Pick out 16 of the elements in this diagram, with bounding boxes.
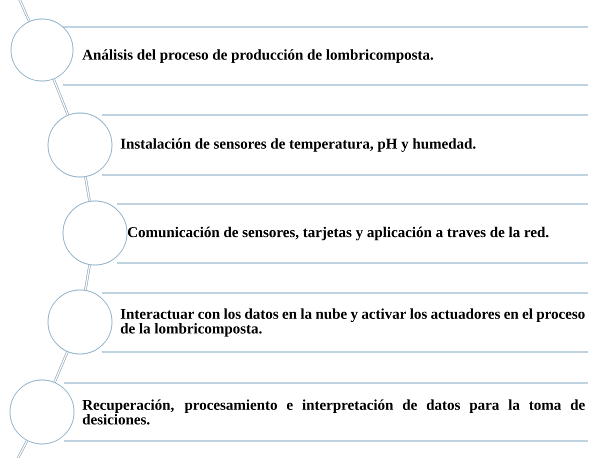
circle [48, 112, 112, 178]
circle [10, 380, 74, 444]
connector-line [16, 0, 30, 22]
step-band: Interactuar con los datos en la nube y activar los actuadores en el proceso de la lombricomposta. [102, 292, 588, 352]
step-band: Instalación de sensores de temperatura, pH y humedad. [102, 114, 588, 176]
connector-line [84, 264, 91, 290]
circle [10, 18, 74, 82]
connector-line [84, 176, 91, 202]
step-band: Comunicación de sensores, tarjetas y aplicación a traves de la red. [116, 204, 588, 264]
circle [48, 290, 112, 354]
step-band: Análisis del proceso de producción de lombricomposta. [62, 26, 588, 86]
circle [62, 200, 128, 266]
connector-line [53, 351, 69, 383]
connector-line [52, 78, 70, 116]
connector-line [14, 440, 28, 458]
step-band: Recuperación, procesamiento e interpretación de datos para la toma de desiciones. [64, 382, 588, 442]
